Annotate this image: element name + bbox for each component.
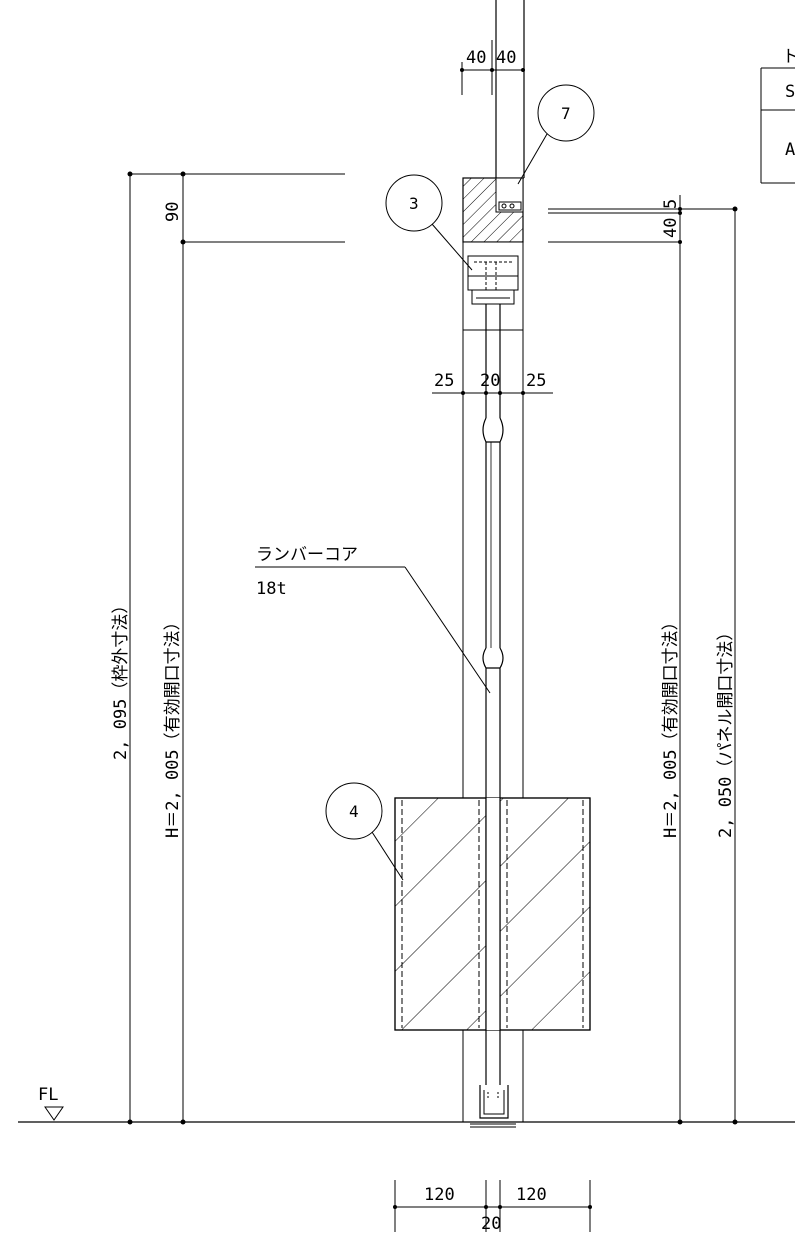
slot-dim-center: 20: [480, 371, 500, 391]
slot-dim-left: 25: [434, 371, 454, 391]
callout-4: 4: [325, 782, 404, 881]
bottom-dim-right: 120: [516, 1185, 547, 1205]
floor-label: FL: [38, 1085, 58, 1105]
head-dim-40: 40: [661, 218, 681, 238]
table-row1: S: [785, 82, 795, 102]
head-frame: [462, 177, 524, 243]
bottom-dimension: 120 120 20: [393, 1180, 592, 1234]
vertical-dimension-effective-left: H＝2, 005（有効開口寸法）: [163, 242, 186, 1125]
floor-guide: [462, 1030, 524, 1128]
callout-3-label: 3: [409, 194, 419, 213]
head-dim-5: 5: [661, 199, 681, 209]
dim-panel-opening: 2, 050（パネル開口寸法）: [716, 624, 736, 838]
callout-3: 3: [385, 174, 473, 271]
opening-lines: [462, 330, 524, 830]
top-dim-right: 40: [496, 48, 516, 68]
table-header-glyph: ト: [782, 47, 795, 67]
dim-top-90: 90: [163, 202, 183, 222]
door-pull-blocks: [394, 797, 591, 1031]
slot-dimension: 25 20 25: [432, 371, 553, 400]
callout-7-label: 7: [561, 104, 571, 123]
head-right-dimension: 5 40: [661, 195, 682, 244]
head-extension-lines: [130, 173, 735, 243]
dim-effective-left: H＝2, 005（有効開口寸法）: [163, 613, 183, 838]
dim-effective-right: H＝2, 005（有効開口寸法）: [661, 613, 681, 838]
slot-dim-right: 25: [526, 371, 546, 391]
callout-4-label: 4: [349, 802, 359, 821]
dim-outer-frame: 2, 095（枠外寸法）: [111, 597, 131, 760]
floor-line: FL: [18, 1085, 795, 1123]
vertical-dimension-effective-right: H＝2, 005（有効開口寸法）: [661, 242, 683, 1125]
bottom-dim-center: 20: [481, 1214, 501, 1234]
schedule-table-fragment: ト S A: [760, 47, 795, 184]
callout-7: 7: [517, 84, 595, 185]
vertical-dimension-panel: 2, 050（パネル開口寸法）: [716, 206, 738, 1125]
material-name: ランバーコア: [256, 545, 358, 565]
table-row2: A: [785, 140, 795, 160]
top-dimension: 40 40: [460, 40, 525, 95]
bottom-dim-left: 120: [424, 1185, 455, 1205]
rail-hardware: [462, 241, 524, 331]
vertical-dimension-outer: 2, 095（枠外寸法）: [111, 171, 133, 1125]
top-dim-left: 40: [466, 48, 486, 68]
vertical-dimension-90: 90: [163, 171, 186, 245]
upper-panel: [495, 0, 525, 179]
material-leader: ランバーコア 18t: [255, 545, 491, 694]
material-thickness: 18t: [256, 579, 287, 599]
